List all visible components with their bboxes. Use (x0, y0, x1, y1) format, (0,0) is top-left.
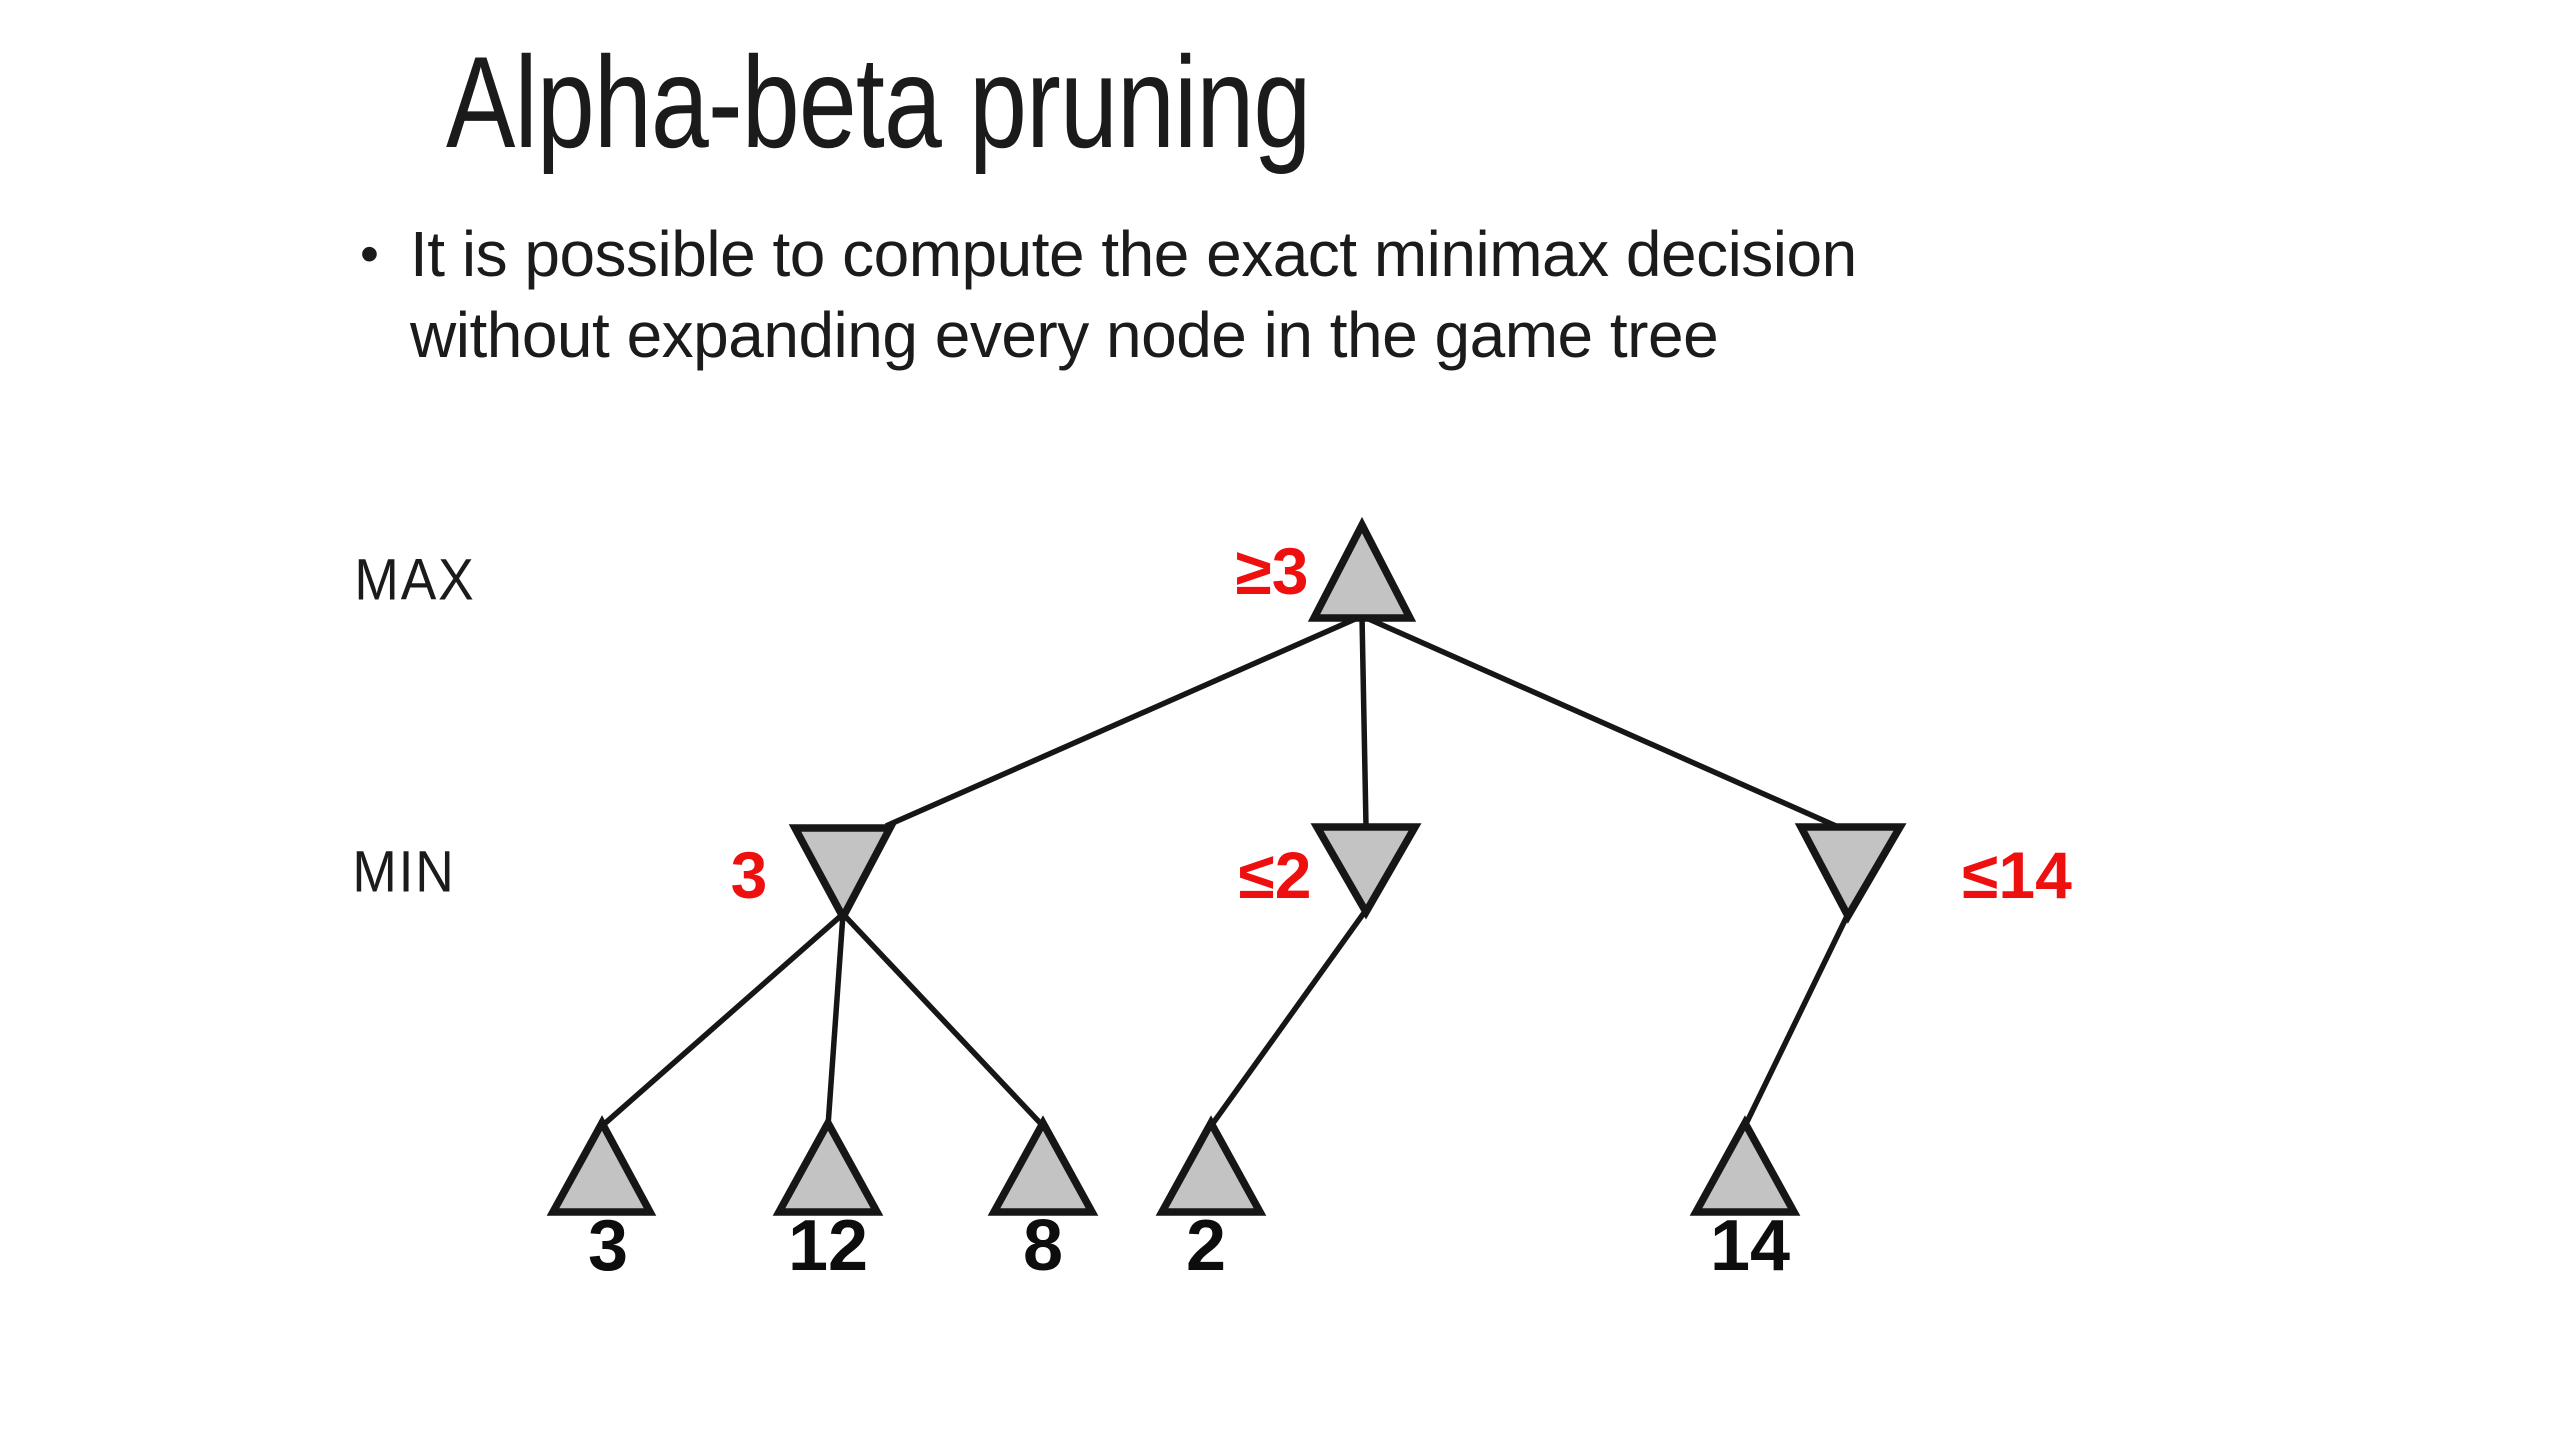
min-node-2-annotation: ≤2 (1238, 838, 1312, 912)
bullet-marker: • (360, 224, 379, 284)
edge-root-to-min3 (1360, 613, 1838, 829)
leaf-node-5 (1689, 1115, 1801, 1216)
edge-min1-to-leaf3 (840, 912, 1046, 1128)
page-title: Alpha-beta pruning (446, 29, 1311, 175)
edge-root-to-min1 (884, 613, 1364, 829)
leaf-value-2: 12 (787, 1206, 869, 1286)
leaf-node-4 (1155, 1115, 1267, 1216)
bullet-text: It is possible to compute the exact mini… (410, 214, 1857, 376)
min-node-1-annotation: 3 (730, 838, 768, 912)
leaf-value-4: 2 (1185, 1206, 1227, 1286)
edge-min2-to-leaf4 (1208, 908, 1369, 1128)
min-node-3 (1794, 823, 1907, 924)
edge-root-to-min2 (1359, 615, 1369, 827)
leaf-node-1 (546, 1115, 657, 1216)
bullet-line-2: without expanding every node in the game… (410, 299, 1719, 371)
leaf-value-5: 14 (1709, 1206, 1791, 1286)
leaf-value-3: 8 (1022, 1206, 1064, 1286)
max-node-root (1307, 516, 1417, 622)
edge-min3-to-leaf5 (1742, 912, 1851, 1128)
max-level-label: MAX (354, 547, 476, 613)
bullet-line-1: It is possible to compute the exact mini… (410, 218, 1857, 290)
bullet-item: • It is possible to compute the exact mi… (360, 214, 1857, 376)
min-node-2 (1310, 823, 1422, 920)
leaf-value-1: 3 (587, 1206, 629, 1286)
min-level-label: MIN (352, 839, 456, 905)
leaf-node-2 (772, 1115, 884, 1216)
leaf-node-3 (987, 1115, 1099, 1216)
edge-min1-to-leaf1 (600, 911, 845, 1129)
root-annotation: ≥3 (1235, 534, 1309, 608)
edge-min1-to-leaf2 (825, 913, 846, 1127)
min-node-1 (788, 824, 897, 925)
min-node-3-annotation: ≤14 (1962, 838, 2072, 912)
